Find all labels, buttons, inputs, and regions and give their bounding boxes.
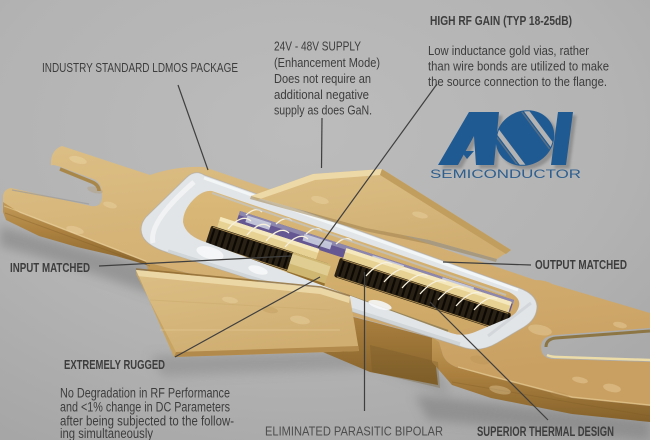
svg-text:Low inductance gold vias, rath: Low inductance gold vias, rather (428, 43, 590, 58)
svg-text:after being subjected to the f: after being subjected to the follow- (60, 414, 234, 429)
svg-text:INPUT MATCHED: INPUT MATCHED (10, 261, 90, 275)
svg-text:ELIMINATED PARASITIC BIPOLAR: ELIMINATED PARASITIC BIPOLAR (265, 425, 443, 439)
svg-text:the source connection to the f: the source connection to the flange. (428, 74, 607, 89)
svg-text:SUPERIOR THERMAL DESIGN: SUPERIOR THERMAL DESIGN (477, 424, 614, 439)
svg-text:SEMICONDUCTOR: SEMICONDUCTOR (430, 169, 581, 181)
svg-text:INDUSTRY STANDARD LDMOS PACKAG: INDUSTRY STANDARD LDMOS PACKAGE (42, 60, 238, 75)
svg-text:No Degradation in RF Performan: No Degradation in RF Performance (60, 386, 230, 401)
svg-text:supply as does GaN.: supply as does GaN. (274, 104, 372, 118)
svg-text:than wire bonds are utilized t: than wire bonds are utilized to make (428, 59, 609, 74)
svg-text:and <1% change in DC Parameter: and <1% change in DC Parameters (60, 400, 230, 415)
svg-text:Does not require an: Does not require an (274, 72, 371, 86)
svg-text:additional negative: additional negative (274, 88, 369, 102)
svg-text:HIGH RF GAIN (TYP 18-25dB): HIGH RF GAIN (TYP 18-25dB) (430, 13, 572, 28)
svg-text:OUTPUT MATCHED: OUTPUT MATCHED (535, 258, 627, 272)
svg-text:24V - 48V SUPPLY: 24V - 48V SUPPLY (274, 40, 361, 54)
svg-text:(Enhancement Mode): (Enhancement Mode) (274, 56, 380, 70)
svg-text:ing simultaneously: ing simultaneously (60, 426, 153, 440)
svg-text:EXTREMELY RUGGED: EXTREMELY RUGGED (64, 358, 165, 372)
